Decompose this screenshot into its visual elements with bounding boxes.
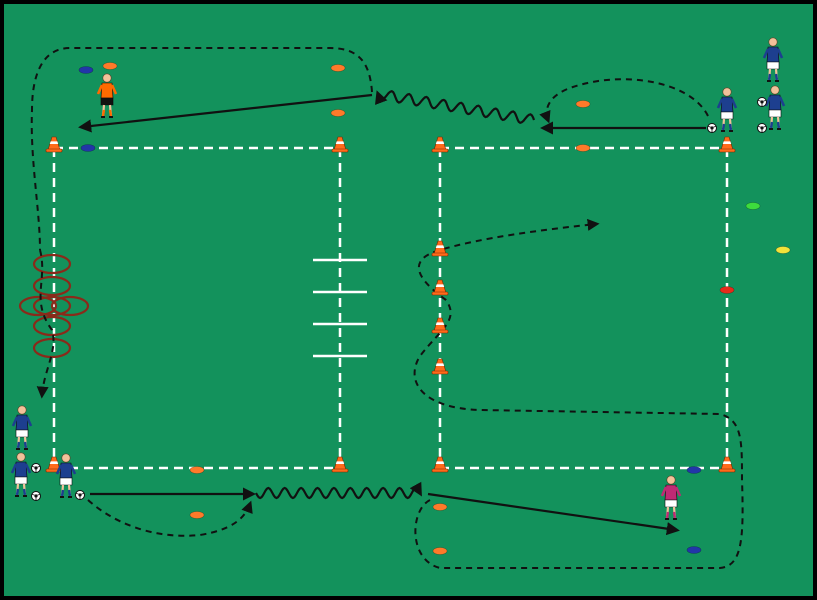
disc-marker-icon [330,109,346,117]
player-icon [764,85,786,130]
hoop-icon [32,315,72,337]
hoop-icon [50,295,90,317]
run-arrow-icon [539,78,709,124]
disc-marker-icon [775,246,791,254]
hoop-icon [18,295,58,317]
ball-icon [757,97,767,107]
disc-marker-icon [80,144,96,152]
player-icon [762,37,784,82]
dribble-arrow-icon [255,481,422,500]
player-icon [716,87,738,132]
disc-markers [78,62,791,555]
hoop-ladder [18,253,90,359]
players [10,37,786,520]
disc-marker-icon [330,64,346,72]
disc-marker-icon [719,286,735,294]
player-icon [11,405,33,450]
disc-marker-icon [102,62,118,70]
run-arrow-icon [87,499,253,537]
ball-icon [707,123,717,133]
ball-icon [757,123,767,133]
hurdles [313,258,367,358]
disc-marker-icon [575,144,591,152]
disc-marker-icon [432,503,448,511]
pitch-surface [4,4,813,596]
player-icon [55,453,77,498]
disc-marker-icon [686,466,702,474]
disc-marker-icon [189,511,205,519]
disc-marker-icon [575,100,591,108]
disc-marker-icon [432,547,448,555]
goalkeeper-icon [96,73,118,118]
slalom-run-arrow-icon [413,218,744,569]
left-area-boundary [52,146,342,470]
run-arrow-icon [36,249,55,399]
hoop-icon [32,337,72,359]
disc-marker-icon [78,66,94,74]
pass-arrow-icon [78,93,373,133]
hoop-icon [32,295,72,317]
disc-marker-icon [745,202,761,210]
hoop-icon [32,275,72,297]
movement-paths [30,47,744,569]
ball-icon [31,491,41,501]
ball-icon [31,463,41,473]
disc-marker-icon [189,466,205,474]
goalkeeper-icon [660,475,682,520]
ball-icon [75,490,85,500]
pass-arrow-icon [427,492,680,536]
dribble-arrow-icon [375,89,536,125]
player-icon [10,452,32,497]
disc-marker-icon [686,546,702,554]
hoop-icon [32,253,72,275]
